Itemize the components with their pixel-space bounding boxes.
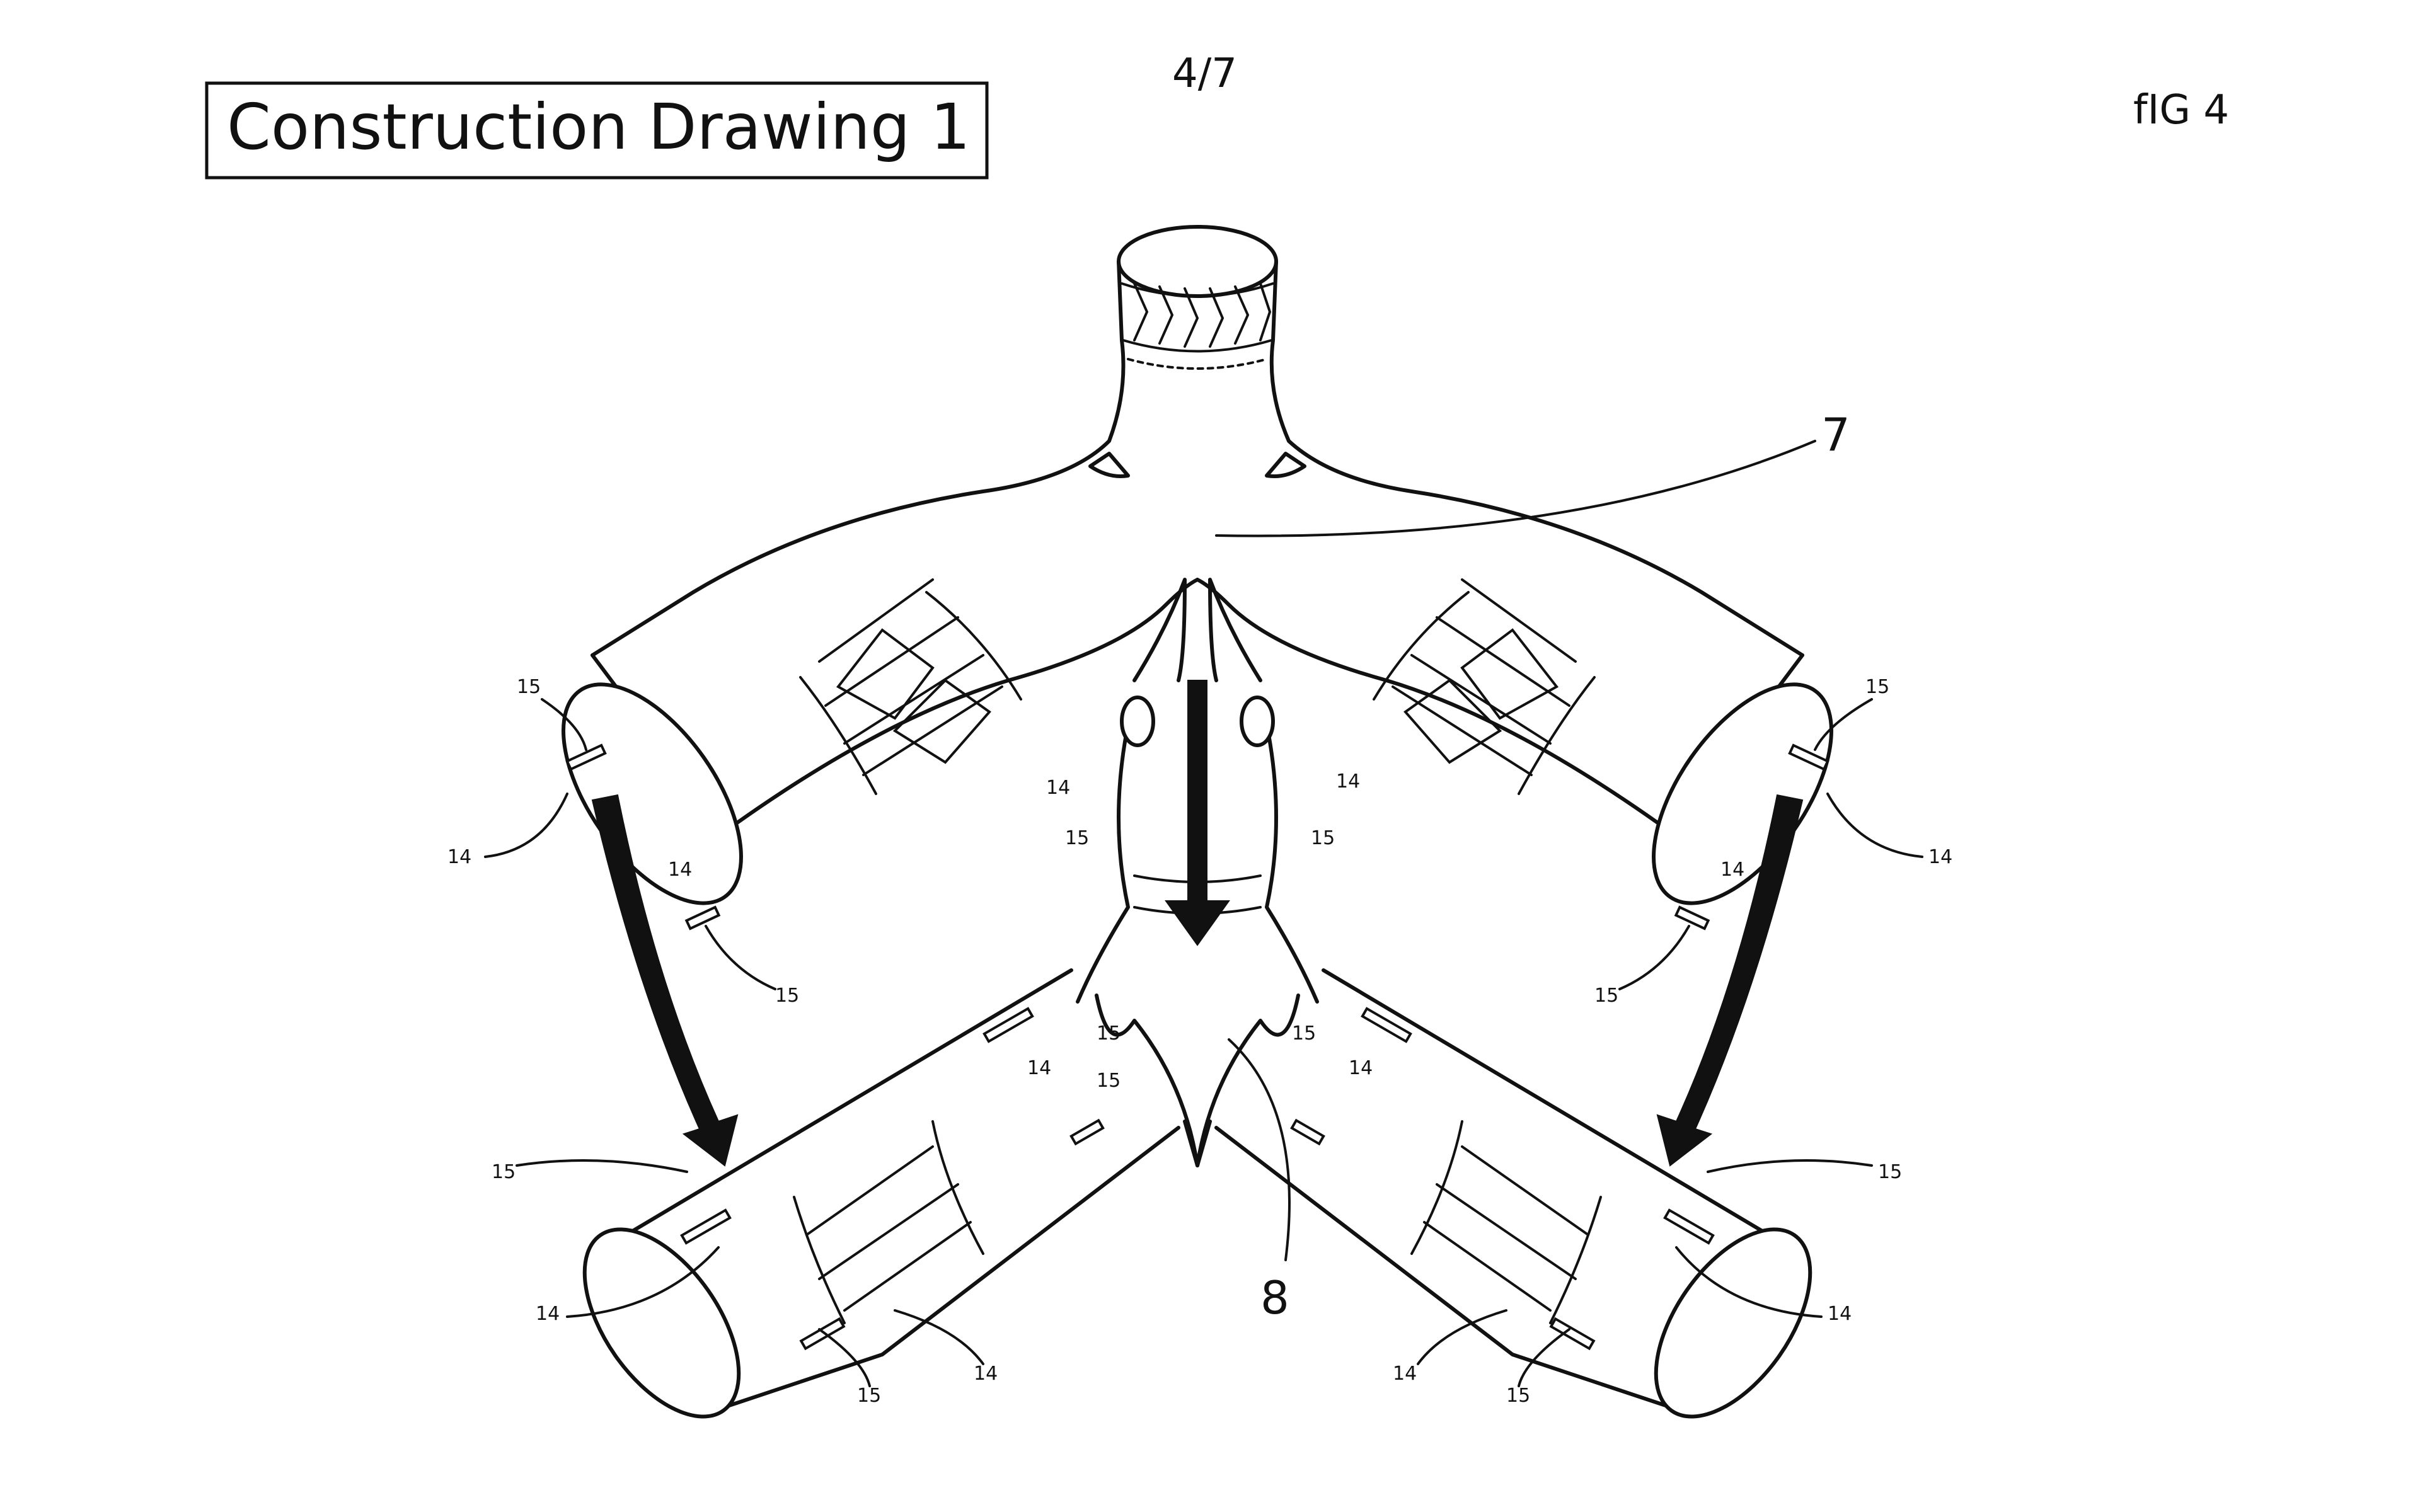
upper-graft-body (562, 225, 1833, 931)
label-14: 14 (1046, 777, 1070, 799)
drawing-title: Construction Drawing 1 (227, 90, 971, 164)
label-15: 15 (1065, 827, 1089, 849)
reference-labels: 7 8 15 14 14 15 15 14 14 15 14 15 14 15 … (447, 408, 1952, 1407)
label-15: 15 (857, 1385, 881, 1407)
label-14: 14 (1720, 859, 1744, 881)
label-14: 14 (974, 1363, 998, 1385)
page-number: 4/7 (1172, 50, 1237, 97)
lower-graft-body (582, 968, 1812, 1419)
label-14: 14 (1027, 1057, 1051, 1079)
label-15: 15 (1097, 1022, 1121, 1045)
label-14: 14 (668, 859, 692, 881)
label-15: 15 (1311, 827, 1335, 849)
label-14: 14 (1336, 770, 1360, 793)
label-15: 15 (492, 1161, 516, 1183)
label-15: 15 (517, 676, 541, 698)
label-14: 14 (447, 846, 471, 868)
label-15: 15 (775, 985, 799, 1007)
label-15: 15 (1878, 1161, 1902, 1183)
label-15: 15 (1865, 676, 1889, 698)
label-15: 15 (1292, 1022, 1316, 1045)
center-connector (1076, 578, 1319, 1004)
label-14: 14 (1349, 1057, 1373, 1079)
assembly-arrows (591, 680, 1804, 1167)
label-15: 15 (1097, 1070, 1121, 1092)
label-14: 14 (536, 1303, 560, 1325)
label-15: 15 (1506, 1385, 1530, 1407)
label-14: 14 (1828, 1303, 1852, 1325)
label-14: 14 (1393, 1363, 1417, 1385)
label-8: 8 (1260, 1271, 1289, 1324)
label-14: 14 (1928, 846, 1952, 868)
title-box (205, 81, 989, 180)
label-15: 15 (1594, 985, 1618, 1007)
label-7: 7 (1821, 408, 1850, 461)
figure-label: fIG 4 (2133, 87, 2229, 134)
